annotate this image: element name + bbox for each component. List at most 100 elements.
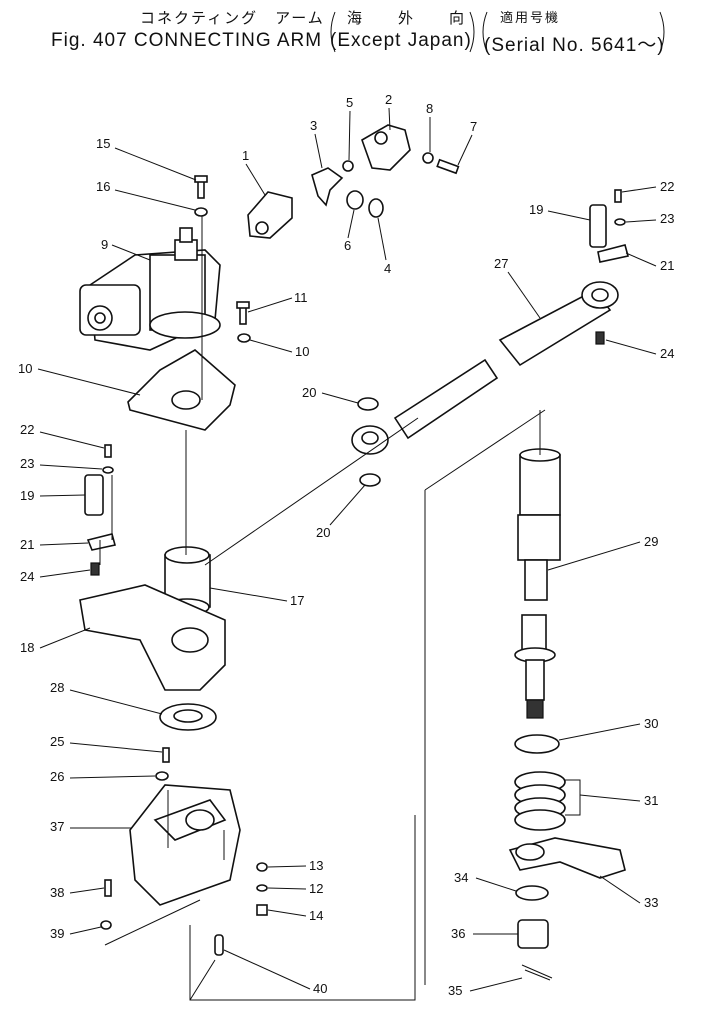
callout-4: 4 bbox=[384, 261, 391, 276]
washer-20-lower bbox=[359, 473, 381, 487]
nut-13 bbox=[256, 862, 268, 872]
callout-3: 3 bbox=[310, 118, 317, 133]
bearing-cap bbox=[346, 190, 364, 210]
washer-12 bbox=[256, 884, 268, 892]
figure-title: Fig. 407 CONNECTING ARM bbox=[51, 30, 323, 51]
plate-bore bbox=[171, 390, 201, 410]
spline-shaft-29 bbox=[514, 448, 561, 719]
serial-text: Serial No. 5641～ bbox=[491, 35, 658, 56]
bracket-left-serial bbox=[482, 11, 488, 53]
callout-6: 6 bbox=[344, 238, 351, 253]
callout-23-upper: 23 bbox=[660, 211, 674, 226]
region-japanese: 海 外 向 bbox=[347, 9, 467, 27]
callout-22-lower: 22 bbox=[20, 422, 34, 437]
callout-16: 16 bbox=[96, 179, 110, 194]
washer-8 bbox=[422, 152, 434, 164]
callout-40: 40 bbox=[313, 981, 327, 996]
nut-14 bbox=[256, 904, 268, 916]
callout-26: 26 bbox=[50, 769, 64, 784]
callout-37: 37 bbox=[50, 819, 64, 834]
bracket-left-region bbox=[330, 11, 336, 53]
washer-20-upper bbox=[357, 397, 379, 411]
lock-plate-21-upper bbox=[597, 244, 629, 263]
callout-19-upper: 19 bbox=[529, 202, 543, 217]
bracket-right-region bbox=[469, 11, 475, 53]
bracket-right-serial bbox=[659, 11, 665, 53]
connecting-arm-18 bbox=[79, 584, 226, 691]
callout-9: 9 bbox=[101, 237, 108, 252]
callout-39: 39 bbox=[50, 926, 64, 941]
callout-10-right: 10 bbox=[295, 344, 309, 359]
callout-38: 38 bbox=[50, 885, 64, 900]
pin-40 bbox=[214, 934, 224, 956]
washer-23-lower bbox=[102, 466, 114, 474]
callout-35: 35 bbox=[448, 983, 462, 998]
callout-15: 15 bbox=[96, 136, 110, 151]
castle-nut-36 bbox=[517, 919, 549, 949]
grease-fitting-24-upper bbox=[595, 331, 605, 345]
callout-25: 25 bbox=[50, 734, 64, 749]
slip-yoke bbox=[361, 124, 411, 171]
callout-24-upper: 24 bbox=[660, 346, 674, 361]
pin-19-lower bbox=[84, 474, 104, 516]
power-cylinder bbox=[351, 281, 619, 455]
spring-31 bbox=[514, 771, 566, 831]
region-text: Except Japan bbox=[337, 30, 465, 51]
callout-11: 11 bbox=[294, 290, 308, 305]
callout-5: 5 bbox=[346, 95, 353, 110]
bolt-22-lower bbox=[104, 444, 112, 458]
washer-39 bbox=[100, 920, 112, 930]
callout-23-lower: 23 bbox=[20, 456, 34, 471]
callout-17: 17 bbox=[290, 593, 304, 608]
callout-21-upper: 21 bbox=[660, 258, 674, 273]
bearing-seal bbox=[368, 198, 384, 218]
callout-1: 1 bbox=[242, 148, 249, 163]
serial-japanese: 適用号機 bbox=[500, 11, 561, 26]
callout-31: 31 bbox=[644, 793, 658, 808]
washer-10 bbox=[237, 333, 251, 343]
washer-23-upper bbox=[614, 218, 626, 226]
snap-ring bbox=[342, 160, 354, 172]
callout-34: 34 bbox=[454, 870, 468, 885]
callout-22-upper: 22 bbox=[660, 179, 674, 194]
callout-14: 14 bbox=[309, 908, 323, 923]
serial-label: (Serial No. 5641～) bbox=[484, 35, 665, 56]
pin-19-upper bbox=[589, 204, 607, 248]
callout-2: 2 bbox=[385, 92, 392, 107]
washer-26 bbox=[155, 771, 169, 781]
washer-34 bbox=[515, 885, 549, 901]
callout-labels: 1 2 3 4 5 6 7 8 9 10 10 11 12 13 14 15 1… bbox=[18, 92, 674, 998]
callout-29: 29 bbox=[644, 534, 658, 549]
callout-36: 36 bbox=[451, 926, 465, 941]
universal-yoke bbox=[247, 191, 293, 239]
washer-16 bbox=[194, 207, 208, 217]
callout-10-left: 10 bbox=[18, 361, 32, 376]
region-label: (Except Japan) bbox=[330, 30, 472, 51]
callout-13: 13 bbox=[309, 858, 323, 873]
callout-20-upper: 20 bbox=[302, 385, 316, 400]
mounting-plate bbox=[127, 349, 236, 431]
callout-18: 18 bbox=[20, 640, 34, 655]
bolt-25 bbox=[162, 747, 170, 763]
callout-19-lower: 19 bbox=[20, 488, 34, 503]
grease-fitting-24-lower bbox=[90, 562, 100, 576]
callout-27: 27 bbox=[494, 256, 508, 271]
seal-30 bbox=[514, 734, 560, 754]
spider-cross bbox=[311, 167, 344, 207]
callout-8: 8 bbox=[426, 101, 433, 116]
lock-plate-21-lower bbox=[86, 533, 116, 551]
bracket-37 bbox=[129, 784, 241, 906]
bolt-22-upper bbox=[614, 189, 622, 203]
callout-20-lower: 20 bbox=[316, 525, 330, 540]
callout-21-lower: 21 bbox=[20, 537, 34, 552]
callout-33: 33 bbox=[644, 895, 658, 910]
title-japanese: コネクティング アーム bbox=[140, 9, 325, 27]
callout-30: 30 bbox=[644, 716, 658, 731]
callout-7: 7 bbox=[470, 119, 477, 134]
callout-28: 28 bbox=[50, 680, 64, 695]
callout-24-lower: 24 bbox=[20, 569, 34, 584]
bolt-7 bbox=[436, 158, 460, 175]
callout-12: 12 bbox=[309, 881, 323, 896]
bolt-38 bbox=[104, 879, 112, 897]
